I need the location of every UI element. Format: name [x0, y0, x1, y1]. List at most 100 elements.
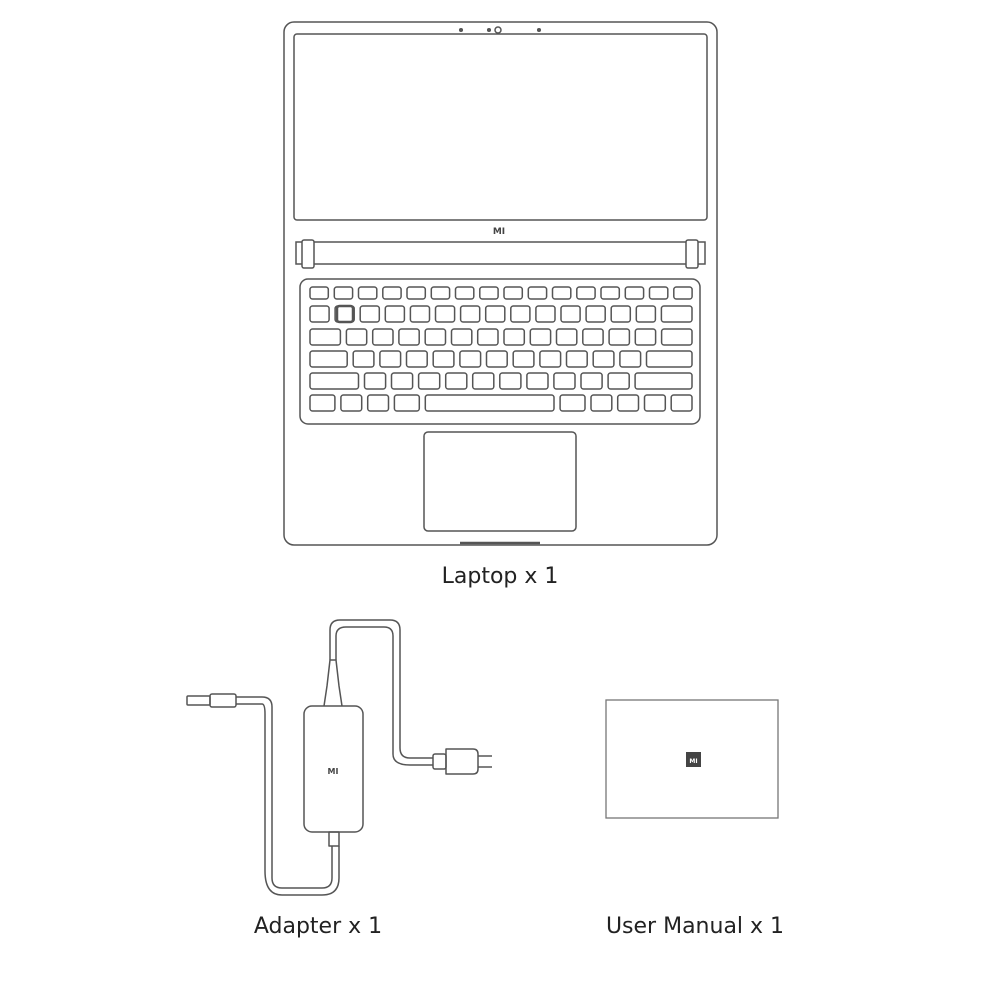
keyboard-key	[634, 328, 657, 346]
adapter-strain-relief-top	[323, 659, 343, 707]
adapter-illustration	[186, 619, 492, 896]
keyboard-key	[660, 305, 693, 323]
keyboard-key	[673, 286, 693, 300]
keyboard-key	[459, 305, 481, 323]
keyboard-key	[608, 328, 631, 346]
keyboard-key	[340, 394, 363, 412]
keyboard-key	[434, 305, 456, 323]
keyboard-key	[390, 372, 414, 390]
keyboard-key	[510, 305, 531, 323]
keyboard-key	[398, 328, 420, 346]
keyboard-key	[357, 286, 378, 300]
keyboard-keys	[309, 286, 693, 412]
keyboard-key	[484, 305, 506, 323]
keyboard-key	[333, 286, 354, 300]
keyboard-key	[393, 394, 421, 412]
keyboard-key	[499, 372, 522, 390]
keyboard-key	[424, 328, 447, 346]
keyboard-key	[590, 394, 613, 412]
keyboard-key	[444, 372, 468, 390]
keyboard-area	[299, 278, 701, 425]
keyboard-key	[600, 286, 621, 300]
keyboard-key	[503, 286, 524, 300]
keyboard-key	[454, 286, 475, 300]
keyboard-key	[512, 350, 535, 368]
laptop-body	[283, 21, 718, 546]
laptop-screen	[293, 33, 708, 221]
keyboard-key	[379, 350, 402, 368]
keyboard-key	[309, 328, 342, 346]
keyboard-key	[371, 328, 394, 346]
keyboard-key	[417, 372, 441, 390]
dc-cable	[236, 696, 333, 889]
ac-plug-neck	[432, 753, 447, 770]
keyboard-key	[616, 394, 640, 412]
keyboard-key	[610, 305, 632, 323]
keyboard-key	[527, 286, 548, 300]
keyboard-key	[309, 394, 336, 412]
keyboard-key	[555, 328, 578, 346]
keyboard-key	[366, 394, 390, 412]
keyboard-key	[450, 328, 473, 346]
adapter-strain-relief-bottom	[328, 831, 340, 847]
keyboard-key	[559, 394, 586, 412]
adapter-logo: MI	[328, 767, 339, 776]
keyboard-key	[471, 372, 495, 390]
adapter-caption: Adapter x 1	[253, 914, 383, 939]
keyboard-key	[526, 372, 549, 390]
keyboard-key	[424, 394, 555, 412]
keyboard-key	[582, 328, 604, 346]
laptop-caption: Laptop x 1	[441, 564, 559, 589]
keyboard-key	[382, 286, 402, 300]
dc-cable-inner	[236, 703, 340, 896]
keyboard-key	[670, 394, 693, 412]
keyboard-key	[503, 328, 526, 346]
dc-plug-tip	[186, 695, 211, 706]
keyboard-key	[576, 286, 596, 300]
laptop-illustration	[283, 21, 718, 546]
ac-cable-inner	[335, 626, 433, 766]
keyboard-key	[645, 350, 693, 368]
keyboard-key	[535, 305, 556, 323]
keyboard-key	[476, 328, 499, 346]
keyboard-key	[405, 350, 428, 368]
laptop-hinge	[295, 241, 706, 265]
keyboard-key	[660, 328, 693, 346]
keyboard-key	[363, 372, 387, 390]
keyboard-key	[539, 350, 562, 368]
manual-illustration	[605, 699, 779, 819]
manual-logo-badge	[686, 752, 701, 767]
manual-caption: User Manual x 1	[605, 914, 785, 939]
ac-cable	[329, 619, 433, 759]
keyboard-key	[648, 286, 669, 300]
keyboard-key	[553, 372, 576, 390]
keyboard-key	[359, 305, 381, 323]
touchpad	[423, 431, 577, 532]
hinge-right	[685, 239, 699, 269]
keyboard-key	[432, 350, 455, 368]
keyboard-key	[592, 350, 615, 368]
keyboard-key	[485, 350, 508, 368]
keyboard-key	[409, 305, 431, 323]
keyboard-key	[459, 350, 482, 368]
keyboard-key	[309, 305, 330, 323]
keyboard-key	[384, 305, 406, 323]
keyboard-key	[309, 286, 330, 300]
keyboard-key	[352, 350, 375, 368]
mic-dot	[458, 27, 464, 33]
highlighted-key	[335, 304, 355, 324]
keyboard-key	[551, 286, 572, 300]
keyboard-key	[607, 372, 630, 390]
keyboard-key	[560, 305, 581, 323]
keyboard-key	[643, 394, 667, 412]
camera-icon	[494, 26, 502, 34]
ac-plug-body	[445, 748, 479, 775]
keyboard-key	[585, 305, 606, 323]
keyboard-key	[406, 286, 427, 300]
keyboard-key	[565, 350, 588, 368]
keyboard-key	[430, 286, 451, 300]
mic-dot	[486, 27, 492, 33]
keyboard-key	[624, 286, 645, 300]
keyboard-key	[634, 372, 693, 390]
keyboard-key	[309, 350, 348, 368]
